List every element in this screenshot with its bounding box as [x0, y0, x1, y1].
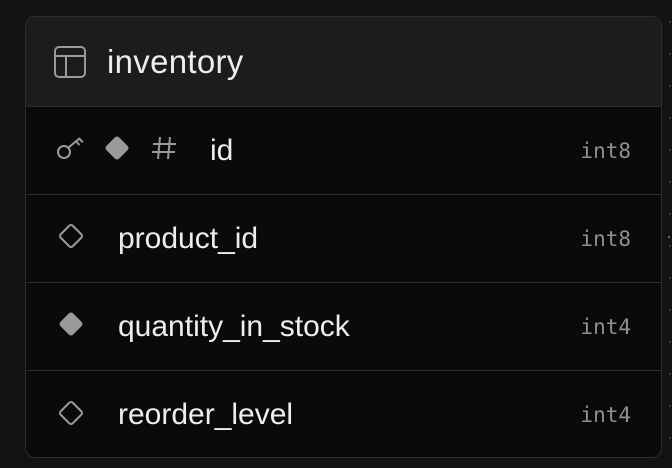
- column-row-quantity-in-stock[interactable]: quantity_in_stock int4: [26, 283, 661, 371]
- column-icons: [56, 371, 86, 457]
- key-icon: [56, 135, 88, 166]
- table-icon: [53, 45, 87, 79]
- table-header[interactable]: inventory: [26, 17, 661, 107]
- column-list: id int8 product_id int8: [26, 107, 661, 457]
- column-icons: [56, 195, 86, 282]
- diamond-filled-icon: [102, 133, 132, 168]
- column-row-id[interactable]: id int8: [26, 107, 661, 195]
- column-name: product_id: [118, 221, 259, 255]
- column-type: int8: [580, 138, 631, 163]
- column-type: int8: [580, 226, 631, 251]
- column-icons: [56, 283, 86, 370]
- column-name: id: [210, 133, 234, 167]
- column-type: int4: [580, 314, 631, 339]
- table-node-inventory[interactable]: inventory: [25, 16, 662, 458]
- table-name: inventory: [107, 42, 244, 80]
- column-icons: [56, 107, 178, 194]
- column-row-product-id[interactable]: product_id int8: [26, 195, 661, 283]
- column-name: reorder_level: [118, 398, 294, 431]
- diamond-outline-icon: [56, 221, 86, 256]
- connection-handle[interactable]: [668, 236, 670, 238]
- diamond-outline-icon: [56, 398, 86, 433]
- column-row-reorder-level[interactable]: reorder_level int4: [26, 371, 661, 457]
- hash-icon: [150, 134, 178, 167]
- diamond-filled-icon: [56, 309, 86, 344]
- column-type: int4: [580, 403, 631, 427]
- column-name: quantity_in_stock: [118, 309, 350, 343]
